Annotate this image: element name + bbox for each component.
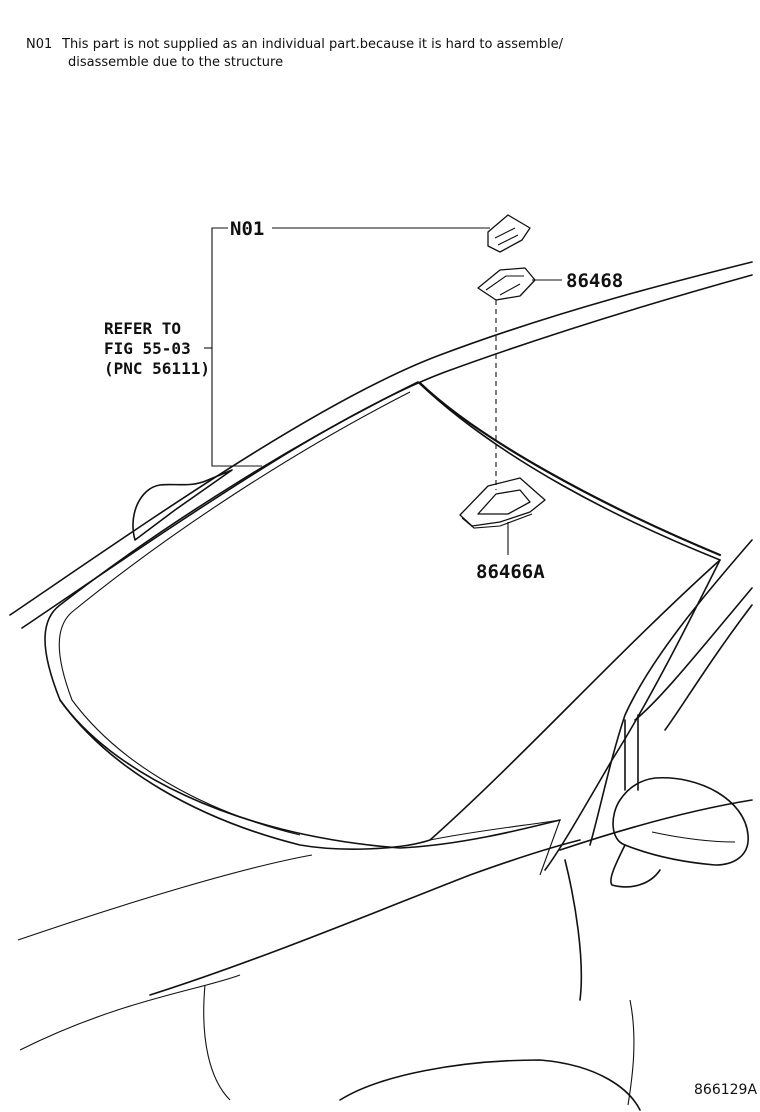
callout-n01: N01	[230, 218, 264, 240]
hood-line-3	[149, 839, 581, 996]
cowl-line	[59, 699, 561, 849]
door-frame-2	[664, 604, 753, 731]
rearview-mirror	[132, 469, 233, 541]
roof-line-outer	[9, 261, 753, 616]
hood-line-2	[19, 974, 241, 1051]
a-pillar	[544, 559, 721, 871]
leader-refer-bracket	[211, 227, 262, 467]
callout-86466a: 86466A	[476, 561, 545, 583]
door-lower-edge	[559, 799, 753, 851]
part-86466a	[459, 477, 546, 529]
callout-86468: 86468	[566, 270, 623, 292]
hood-edge	[203, 984, 231, 1101]
figure-id: 866129A	[694, 1082, 757, 1098]
note-code: N01	[26, 37, 53, 52]
fender-curve	[564, 859, 583, 1001]
side-mirror-stem	[610, 844, 661, 888]
side-mirror-inner	[651, 831, 736, 843]
note-text-line1: This part is not supplied as an individu…	[62, 37, 563, 52]
windshield-molding	[418, 381, 722, 557]
wheel-arch	[339, 1059, 641, 1111]
windshield-outline	[44, 381, 721, 850]
refer-line1: REFER TO	[104, 319, 181, 338]
side-mirror	[612, 777, 749, 866]
part-n01	[487, 214, 531, 253]
windshield-inner-edge	[58, 391, 411, 836]
note-text-line2: disassemble due to the structure	[68, 55, 284, 70]
wiper-line	[429, 819, 561, 876]
refer-line2: FIG 55-03	[104, 339, 191, 358]
refer-line3: (PNC 56111)	[104, 359, 210, 378]
part-86468	[477, 267, 536, 301]
a-pillar-inner	[589, 539, 753, 846]
roof-line-inner	[21, 274, 753, 629]
hood-line-1	[17, 854, 313, 941]
fender-body	[627, 999, 635, 1106]
door-frame-1	[634, 587, 753, 721]
